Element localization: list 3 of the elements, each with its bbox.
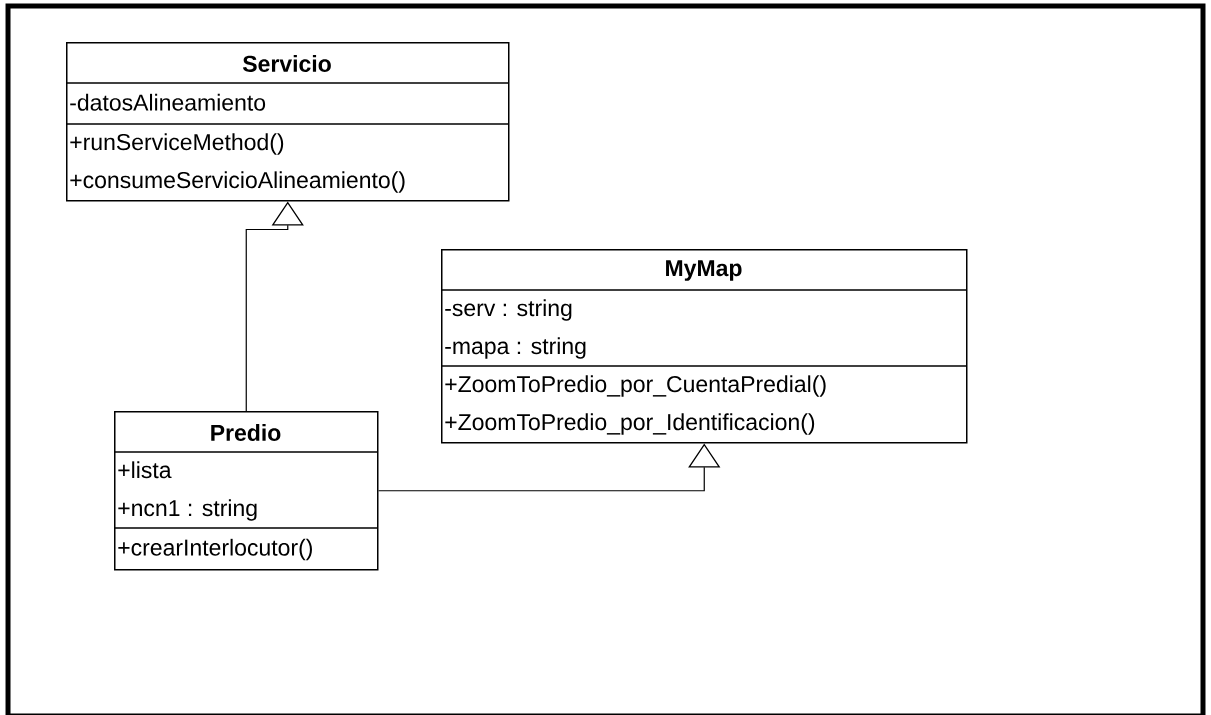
class-box: MyMap -serv : string -mapa : string +ZoomToPredio_por_CuentaPredial() +ZoomToPredio_por_Identificacion() xyxy=(440,249,968,444)
class-box: Predio +lista +ncn1 : string +crearInterlocutor() xyxy=(113,411,379,571)
class-box: Servicio -datosAlineamiento +runServiceMethod() +consumeServicioAlineamiento() xyxy=(65,42,510,202)
